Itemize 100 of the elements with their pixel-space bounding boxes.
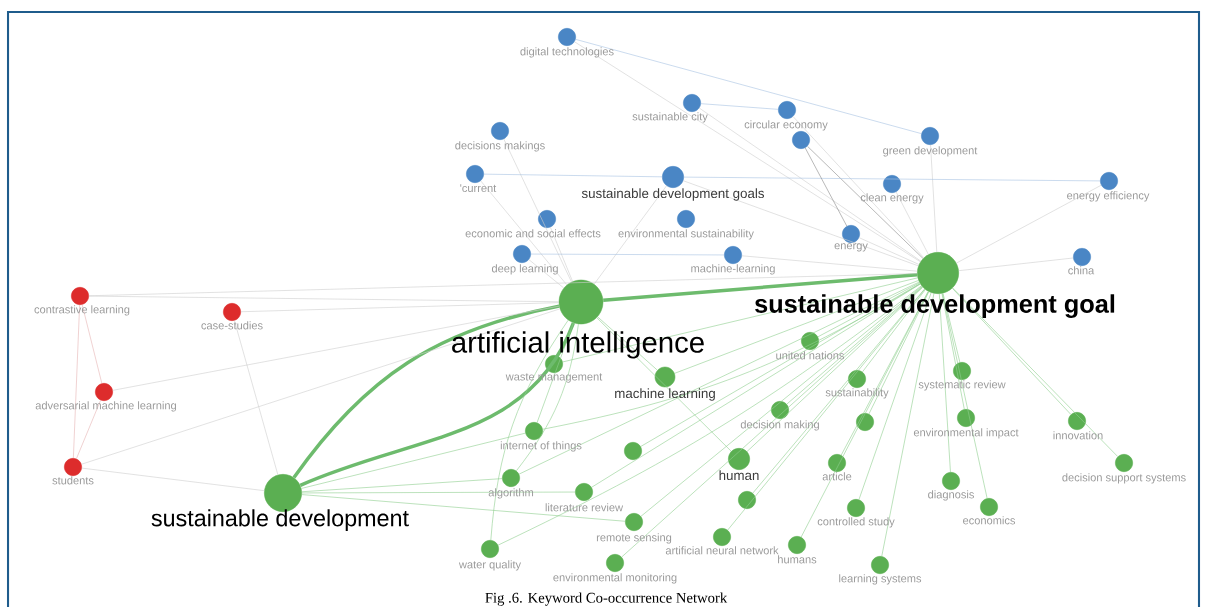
node-label: learning systems — [839, 574, 922, 585]
node-label: sustainable development goals — [581, 188, 765, 201]
network-node — [71, 287, 89, 305]
network-node — [662, 166, 684, 188]
node-label: remote sensing — [596, 533, 672, 544]
network-node — [502, 469, 520, 487]
node-label: energy — [834, 243, 868, 252]
network-link — [81, 304, 103, 384]
network-link — [301, 478, 503, 493]
node-label: environmental impact — [913, 428, 1019, 439]
network-node — [575, 483, 593, 501]
node-label: algorithm — [488, 488, 534, 499]
network-link — [81, 467, 265, 491]
network-node — [1073, 248, 1091, 266]
network-node — [1100, 172, 1118, 190]
node-label: literature review — [545, 503, 624, 512]
network-link — [942, 293, 988, 499]
network-link — [503, 138, 572, 283]
network-link — [674, 280, 919, 374]
network-node — [847, 499, 865, 517]
network-node — [792, 131, 810, 149]
network-node — [713, 528, 731, 546]
network-node — [654, 366, 676, 388]
network-link — [516, 323, 579, 472]
network-link — [752, 288, 925, 494]
network-link — [483, 173, 663, 178]
network-node — [95, 383, 113, 401]
network-node — [538, 210, 556, 228]
caption: Fig .6. Keyword Co-occurrence Network — [485, 592, 728, 606]
network-link — [621, 286, 923, 558]
network-link — [792, 116, 925, 258]
node-label: machine learning — [615, 388, 715, 401]
network-node — [738, 491, 756, 509]
network-link — [683, 180, 919, 267]
node-label: digital technologies — [520, 47, 614, 58]
network-node — [625, 513, 643, 531]
network-node — [466, 165, 484, 183]
network-link — [76, 399, 101, 460]
network-node — [606, 554, 624, 572]
network-link — [727, 288, 926, 531]
network-link — [804, 147, 848, 227]
network-link — [234, 320, 279, 476]
network-link — [942, 293, 961, 363]
node-label: sustainable development goal — [755, 294, 1115, 318]
network-link — [299, 322, 575, 487]
network-link — [895, 191, 929, 255]
network-link — [881, 293, 935, 557]
network-node — [788, 536, 806, 554]
network-node — [921, 127, 939, 145]
network-link — [741, 255, 918, 272]
network-link — [591, 283, 921, 488]
node-label: united nations — [776, 351, 845, 360]
network-node — [724, 246, 742, 264]
network-link — [562, 277, 918, 363]
network-node — [677, 210, 695, 228]
network-node — [980, 498, 998, 516]
network-link — [301, 491, 576, 494]
network-link — [112, 305, 560, 391]
network-link — [490, 319, 569, 541]
network-node — [513, 245, 531, 263]
node-label: economics — [963, 516, 1016, 525]
network-link — [700, 103, 779, 110]
node-label: energy efficiency — [1067, 191, 1150, 202]
network-node — [525, 422, 543, 440]
network-link — [746, 287, 923, 452]
network-node — [883, 175, 901, 193]
network-link — [840, 291, 929, 456]
network-node — [856, 413, 874, 431]
network-link — [480, 180, 568, 286]
network-link — [956, 184, 1102, 264]
node-label: environmental monitoring — [553, 573, 677, 584]
node-label: human — [719, 470, 759, 481]
network-link — [240, 302, 560, 313]
network-link — [497, 285, 922, 546]
network-link — [575, 39, 922, 134]
node-label: environmental sustainability — [618, 229, 754, 240]
network-link — [81, 308, 561, 465]
network-node — [917, 252, 959, 294]
node-label: adversarial machine learning — [35, 401, 176, 412]
node-label: sustainable development — [151, 509, 409, 532]
network-node — [64, 458, 82, 476]
network-node — [624, 442, 642, 460]
network-link — [518, 281, 920, 475]
node-label: clean energy — [860, 193, 924, 204]
network-link — [301, 494, 626, 522]
node-label: machine-learning — [691, 264, 775, 275]
node-label: decision making — [740, 420, 819, 431]
node-label: circular economy — [744, 120, 828, 131]
node-label: green development — [883, 146, 978, 157]
node-label: deep learning — [491, 264, 558, 275]
network-node — [771, 401, 789, 419]
network-link — [550, 226, 573, 282]
network-node — [491, 122, 509, 140]
network-link — [868, 291, 930, 415]
network-link — [800, 291, 929, 538]
network-link — [603, 272, 918, 302]
network-node — [828, 454, 846, 472]
network-link — [817, 282, 920, 338]
node-label: innovation — [1053, 431, 1103, 440]
network-link — [939, 293, 951, 473]
